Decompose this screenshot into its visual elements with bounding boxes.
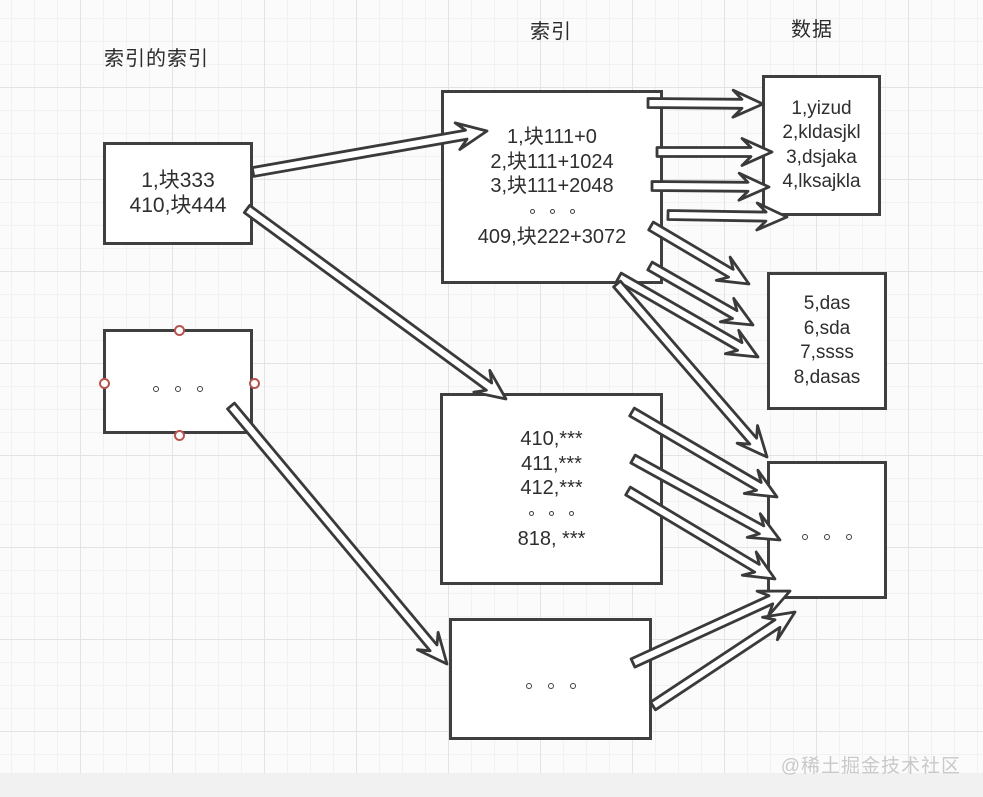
ellipsis-dot (569, 511, 574, 516)
box-line: 1,yizud (791, 97, 852, 119)
box-line: 409,块222+3072 (477, 225, 627, 248)
box-line: 4,lksajkla (782, 171, 861, 192)
ellipsis-dot (547, 683, 554, 689)
box-index-middle[interactable]: 410,***411,***412,*** 818, *** (440, 393, 663, 585)
ellipsis-dot (569, 683, 576, 689)
ellipsis-dot (549, 209, 555, 214)
ellipsis-dots (525, 673, 576, 699)
box-line: 818, *** (517, 527, 586, 550)
box-line: 3,dsjaka (786, 146, 857, 168)
selection-handle-left[interactable] (99, 377, 110, 389)
ellipsis-dot (824, 534, 830, 540)
ellipsis-dots (153, 376, 203, 402)
ellipsis-dot (846, 534, 852, 540)
label-data[interactable]: 数据 (791, 19, 833, 41)
ellipsis-dot (529, 511, 534, 516)
ellipsis-dot (802, 534, 808, 540)
ellipsis-dot (569, 209, 575, 214)
box-line: 5,das (803, 293, 851, 314)
box-line: 8,dasas (793, 366, 861, 388)
box-data-2[interactable]: 5,das 6,sda 7,ssss 8,dasas (767, 272, 887, 410)
box-line: 6,sda (803, 317, 851, 339)
box-line: 7,ssss (800, 342, 854, 363)
label-index[interactable]: 索引 (530, 21, 572, 43)
box-line: 410,*** (520, 428, 583, 450)
ellipsis-dot (549, 511, 554, 516)
box-line: 411,*** (521, 452, 582, 475)
selection-handle-right[interactable] (249, 377, 260, 389)
box-data-3[interactable] (767, 461, 887, 599)
footer-bar (0, 773, 983, 797)
selection-handle-top[interactable] (174, 325, 185, 336)
ellipsis-dots (529, 199, 575, 225)
box-index-of-index-more[interactable] (99, 325, 260, 441)
box-data-1[interactable]: 1,yizud 2,kldasjkl 3,dsjaka 4,lksajkla (762, 75, 881, 216)
ellipsis-dot (525, 683, 532, 689)
ellipsis-dots (802, 524, 852, 550)
box-line: 3,块111+2048 (490, 175, 614, 197)
ellipsis-dot (197, 385, 203, 392)
box-line: 1,块333 (141, 169, 215, 192)
box-line: 412,*** (520, 477, 583, 499)
box-line: 2,kldasjkl (782, 122, 861, 143)
watermark-text: @稀土掘金技术社区 (780, 756, 961, 777)
ellipsis-dot (175, 385, 181, 392)
box-line: 410,块444 (129, 193, 227, 217)
box-index-bottom[interactable] (449, 618, 652, 740)
box-line: 1,块111+0 (507, 126, 597, 148)
selection-handle-bottom[interactable] (174, 430, 185, 441)
ellipsis-dot (153, 385, 159, 392)
ellipsis-dots (529, 501, 574, 527)
label-index-of-index[interactable]: 索引的索引 (104, 48, 209, 70)
box-line: 2,块111+1024 (490, 150, 614, 173)
ellipsis-dot (529, 209, 535, 214)
